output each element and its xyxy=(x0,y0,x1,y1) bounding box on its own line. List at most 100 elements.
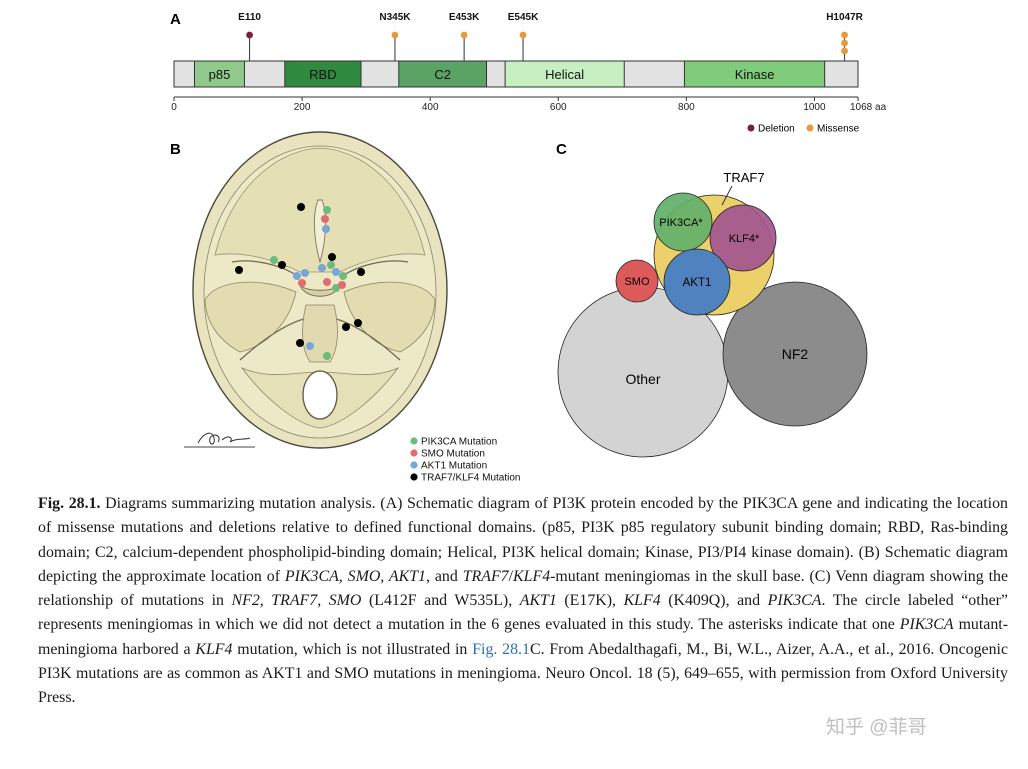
skull-dot-pik3ca-mutation xyxy=(323,206,331,214)
watermark: 知乎 @菲哥 xyxy=(820,708,1026,748)
mutation-label: E110 xyxy=(238,12,261,23)
skull-dot-smo-mutation xyxy=(338,281,346,289)
domain-c2 xyxy=(398,60,488,88)
protein-domain-track: p85 RBD C2 Helical Kinase xyxy=(173,60,859,88)
venn-diagram: TRAF7 PIK3CA* KLF4* SMO AKT1 Other NF2 xyxy=(557,170,868,458)
domain-label: p85 xyxy=(209,67,231,82)
signature-mark xyxy=(197,432,251,445)
caption-gene: KLF4 xyxy=(623,592,661,610)
skull-dot-akt1-mutation xyxy=(332,268,340,276)
skull-dot-smo-mutation xyxy=(321,215,329,223)
petrous-ridge-right xyxy=(331,317,401,361)
domain-label: RBD xyxy=(309,67,336,82)
venn-nf2-label: NF2 xyxy=(782,346,809,362)
skull-dot-traf7-klf4-mutation xyxy=(357,268,365,276)
skull-dot-pik3ca-mutation xyxy=(339,272,347,280)
legend-missense-dot xyxy=(806,124,814,132)
skull-base-illustration xyxy=(184,131,448,449)
caption-text: C. From Abedalthagafi, M., Bi, W.L., Aiz… xyxy=(38,640,1009,707)
venn-traf7-pointer xyxy=(721,185,733,206)
skull-legend-label: PIK3CA Mutation xyxy=(421,437,497,448)
panel-a-label: A xyxy=(170,11,181,28)
domain-p85 xyxy=(193,60,245,88)
legend-deletion-dot xyxy=(747,124,755,132)
foramen-magnum xyxy=(302,370,338,420)
caption-gene: PIK3CA xyxy=(899,616,954,634)
domain-helical xyxy=(504,60,625,88)
mutation-label: E453K xyxy=(449,12,480,23)
caption-text: (E17K), xyxy=(556,592,624,610)
skull-dot-pik3ca-mutation xyxy=(270,256,278,264)
mutation-legend: Deletion Missense xyxy=(747,124,860,135)
skull-mutation-dots xyxy=(235,203,365,360)
mutation-dot xyxy=(841,39,848,47)
skull-dot-pik3ca-mutation xyxy=(332,284,340,292)
axis-tick-label: 1000 xyxy=(803,102,826,113)
venn-other-label: Other xyxy=(625,371,660,387)
skull-legend-label: AKT1 Mutation xyxy=(421,461,487,472)
domain-kinase xyxy=(683,60,826,88)
caption-text: . The circle labeled “other” represents … xyxy=(38,592,1008,634)
skull-dot-akt1-mutation xyxy=(293,272,301,280)
caption-gene: KLF4 xyxy=(513,567,551,585)
domain-label: C2 xyxy=(434,67,451,82)
mutation-dot xyxy=(841,31,848,39)
venn-smo-label: SMO xyxy=(624,276,650,288)
skull-dot-traf7-klf4-mutation xyxy=(328,253,336,261)
clivus xyxy=(302,304,338,363)
mutation-dot xyxy=(519,31,527,39)
caption-gene: AKT1 xyxy=(519,592,557,610)
skull-legend-dot xyxy=(410,461,418,469)
domain-label: Kinase xyxy=(735,67,775,82)
figure-link[interactable]: Fig. 28.1 xyxy=(472,640,530,658)
venn-klf4-circle xyxy=(709,204,777,272)
skull-dot-smo-mutation xyxy=(323,278,331,286)
skull-legend-dot xyxy=(410,449,418,457)
caption-text: (L412F and W535L), xyxy=(361,592,520,610)
skull-dot-akt1-mutation xyxy=(318,264,326,272)
middle-cranial-fossa-left xyxy=(204,281,297,353)
skull-legend-label: TRAF7/KLF4 Mutation xyxy=(421,473,520,484)
mutation-label: E545K xyxy=(508,12,539,23)
caption-text: (K409Q), and xyxy=(660,592,768,610)
mutation-dot xyxy=(841,47,848,55)
venn-klf4-label: KLF4* xyxy=(729,233,760,245)
venn-nf2-circle xyxy=(722,281,868,427)
venn-akt1-circle xyxy=(663,248,731,316)
caption-gene: PIK3CA, SMO, AKT1 xyxy=(284,567,426,585)
figure-number: Fig. 28.1. xyxy=(38,495,101,512)
skull-dot-traf7-klf4-mutation xyxy=(296,339,304,347)
skull-dot-akt1-mutation xyxy=(306,342,314,350)
mutation-dot xyxy=(460,31,468,39)
petrous-ridge-left xyxy=(239,317,309,361)
venn-pik3ca-circle xyxy=(653,192,713,252)
caption-text: / xyxy=(508,567,514,585)
figure-caption: Fig. 28.1. Diagrams summarizing mutation… xyxy=(38,492,1008,711)
domain-label: Helical xyxy=(545,67,584,82)
caption-gene: KLF4 xyxy=(195,640,233,658)
legend-deletion-label: Deletion xyxy=(758,124,795,135)
axis-end-label: 1068 aa xyxy=(850,102,887,113)
axis-tick-label: 0 xyxy=(171,102,177,113)
skull-dot-pik3ca-mutation xyxy=(327,261,335,269)
skull-dot-akt1-mutation xyxy=(322,225,330,233)
skull-legend-dot xyxy=(410,473,418,481)
caption-text: mutant-meningioma harbored a xyxy=(38,616,1009,658)
domain-rbd xyxy=(284,60,362,88)
axis-tick-label: 200 xyxy=(294,102,311,113)
caption-gene: TRAF7 xyxy=(462,567,509,585)
figure: A p85 RBD C2 Helical Kinase E110 N345K E453K E5… xyxy=(170,11,887,484)
panel-c-label: C xyxy=(556,141,567,158)
skull-dot-smo-mutation xyxy=(298,279,306,287)
mutation-label: N345K xyxy=(379,12,411,23)
caption-text: mutation, which is not illustrated in xyxy=(232,640,473,658)
venn-smo-circle xyxy=(615,259,659,303)
skull-dot-traf7-klf4-mutation xyxy=(297,203,305,211)
venn-akt1-label: AKT1 xyxy=(683,277,712,289)
axis-tick-label: 400 xyxy=(422,102,439,113)
caption-text: -mutant meningiomas in the skull base. (… xyxy=(38,567,1008,610)
legend-missense-label: Missense xyxy=(817,124,860,135)
